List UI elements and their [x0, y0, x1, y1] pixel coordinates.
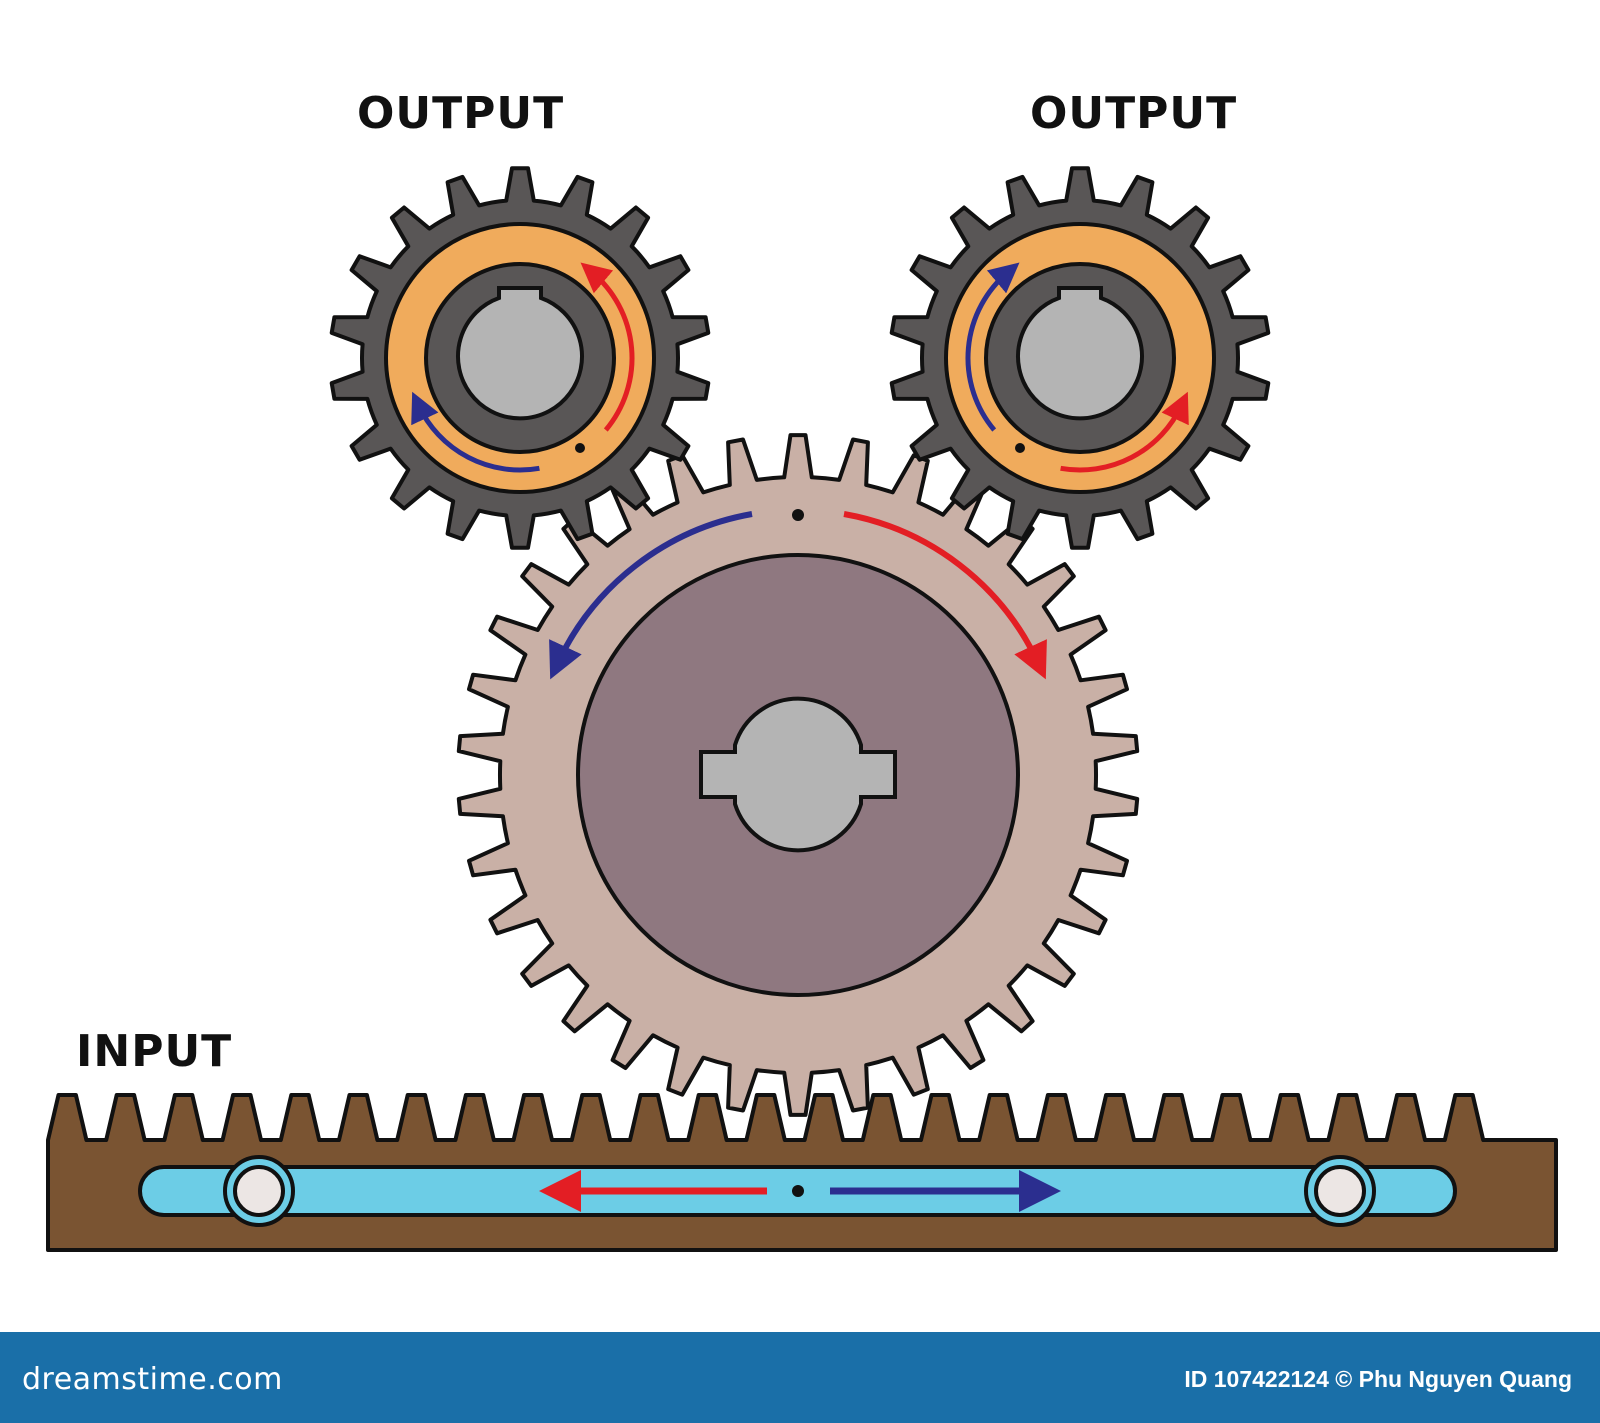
- output-gear-right-arrow-ccw: [1060, 391, 1189, 473]
- rack-center-dot: [792, 1185, 804, 1197]
- output-gear-left-shaft: [456, 286, 584, 421]
- output-gear-left: [329, 166, 711, 550]
- gear-rack-diagram: OUTPUT OUTPUT INPUT: [46, 88, 1558, 1252]
- big-gear-arrow-cw: [843, 511, 1047, 680]
- output-gear-right: [889, 166, 1271, 550]
- rack-pin-right-cap: [1314, 1165, 1366, 1217]
- rack-pin-left-cap: [233, 1165, 285, 1217]
- big-gear-shaft: [699, 696, 897, 853]
- big-gear-arrow-ccw: [549, 511, 753, 680]
- output-gear-right-shaft: [1016, 286, 1144, 421]
- output-gear-right-arrow-cw: [965, 262, 1020, 432]
- output-label-right: OUTPUT: [1030, 88, 1238, 139]
- output-gear-right-dot: [1015, 443, 1025, 453]
- diagram-canvas: [46, 166, 1558, 1252]
- footer-credit: ID 107422124 © Phu Nguyen Quang: [1184, 1366, 1572, 1392]
- footer-brand: dreamstime.com: [22, 1362, 283, 1397]
- footer-bar: dreamstime.com ID 107422124 © Phu Nguyen…: [0, 1332, 1600, 1423]
- output-label-left: OUTPUT: [357, 88, 565, 139]
- output-gear-left-arrow-ccw: [580, 262, 635, 432]
- big-gear: [456, 433, 1140, 1117]
- output-gear-left-dot: [575, 443, 585, 453]
- input-rack: [46, 1093, 1558, 1252]
- input-label: INPUT: [76, 1026, 233, 1077]
- big-gear-top-dot: [792, 509, 804, 521]
- output-gear-left-arrow-cw: [411, 391, 540, 473]
